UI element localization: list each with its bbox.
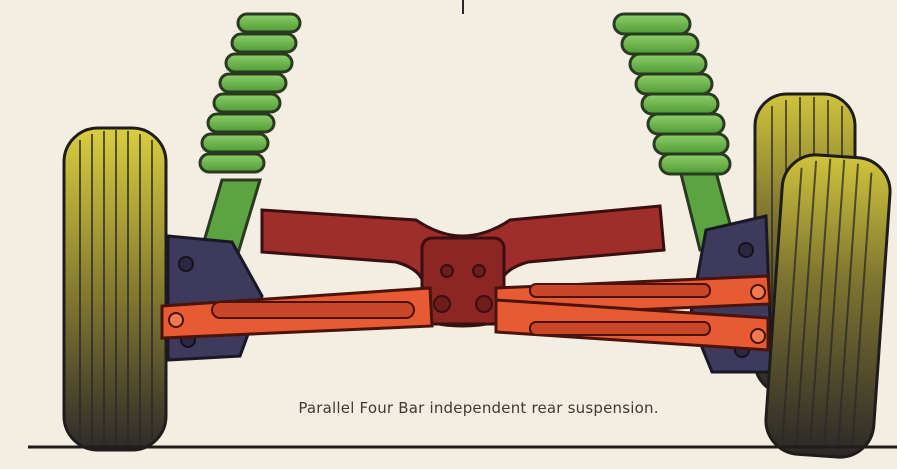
- caption-text: Parallel Four Bar independent rear suspe…: [0, 399, 897, 417]
- left-hub-carrier: [168, 236, 262, 360]
